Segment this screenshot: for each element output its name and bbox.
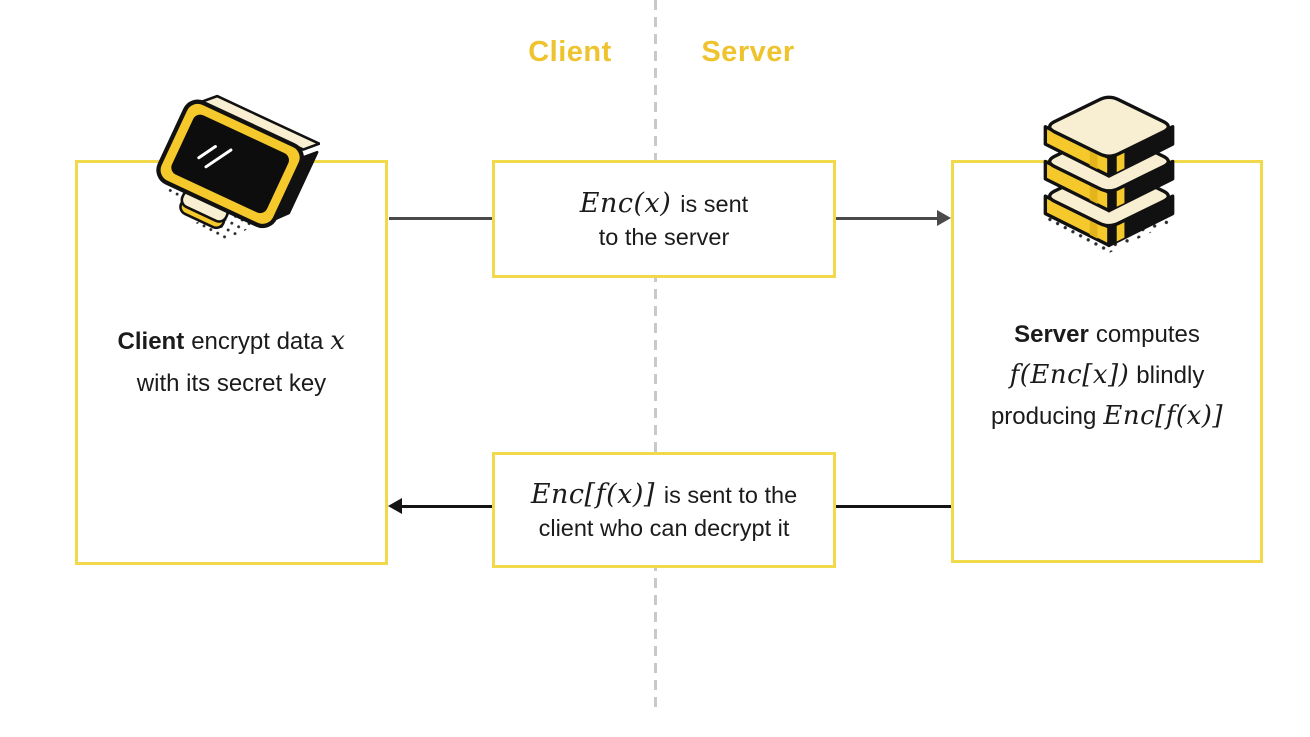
client-caption-bold: Client	[117, 328, 185, 355]
server-caption-text: computes	[1095, 321, 1200, 348]
client-caption-line2: with its secret key	[136, 370, 327, 397]
flow-box-result-to-client: Enc[f(x)] is sent to the client who can …	[492, 452, 836, 568]
enc-x-formula: Enc(x)	[579, 187, 672, 219]
client-caption-text: encrypt data	[191, 328, 324, 355]
server-caption-bold: Server	[1014, 321, 1089, 348]
server-caption-line3-math: Enc[f(x)]	[1103, 401, 1224, 431]
server-caption-line3-text: producing	[990, 403, 1097, 430]
flow-box-encrypted-to-server: Enc(x) is sent to the server	[492, 160, 836, 278]
arrowhead-to-server-icon	[937, 210, 951, 226]
connector-flowbottom-to-client	[402, 505, 492, 508]
flow-bottom-line2: client who can decrypt it	[538, 514, 790, 541]
connector-client-to-flowtop	[389, 217, 492, 220]
client-caption-math: x	[330, 326, 346, 356]
flow-bottom-text: is sent to the	[663, 481, 798, 508]
monitor-icon	[156, 94, 320, 241]
enc-fx-formula: Enc[f(x)]	[530, 478, 655, 510]
client-column-label: Client	[528, 36, 612, 68]
client-caption: Client encrypt data x with its secret ke…	[78, 320, 385, 405]
server-column-label: Server	[701, 36, 795, 68]
server-caption: Server computes f(Enc[x]) blindly produc…	[954, 314, 1260, 437]
flow-top-text: is sent	[680, 190, 749, 217]
connector-flowtop-to-server	[836, 217, 940, 220]
connector-server-to-flowbottom	[836, 505, 951, 508]
server-caption-line2-math: f(Enc[x])	[1009, 360, 1130, 390]
database-stack-icon	[1042, 95, 1176, 254]
client-server-divider	[654, 0, 657, 710]
server-caption-line2-text: blindly	[1136, 362, 1205, 389]
flow-top-line2: to the server	[598, 223, 730, 250]
arrowhead-to-client-icon	[388, 498, 402, 514]
